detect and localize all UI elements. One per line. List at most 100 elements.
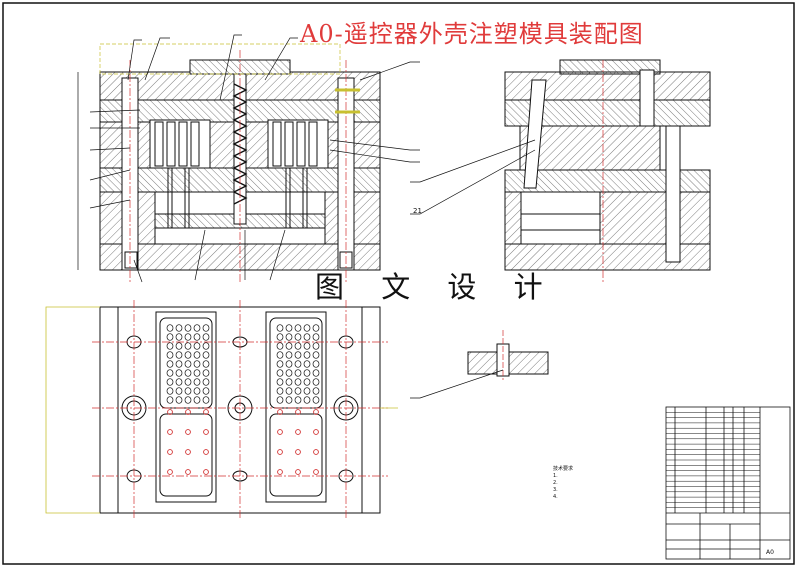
button-hole — [193, 378, 201, 386]
button-hole — [202, 333, 210, 341]
ejector-pin-hole — [313, 429, 319, 435]
plan-dimension-lines — [45, 306, 398, 514]
sheet-size-label: A0 — [766, 549, 774, 556]
button-hole — [276, 351, 284, 359]
ejector-pin-hole — [313, 449, 319, 455]
button-hole — [276, 333, 284, 341]
button-hole — [166, 324, 174, 332]
button-hole — [193, 396, 201, 404]
button-hole — [312, 387, 320, 395]
button-hole — [285, 324, 293, 332]
note-line: 2. — [553, 480, 558, 486]
button-hole — [312, 342, 320, 350]
button-hole — [285, 360, 293, 368]
ejector-pin-hole — [203, 449, 209, 455]
button-hole — [175, 324, 183, 332]
button-hole — [312, 351, 320, 359]
ejector-pin-hole — [167, 449, 173, 455]
button-hole — [193, 342, 201, 350]
parts-list — [665, 406, 791, 560]
button-hole — [166, 342, 174, 350]
button-hole — [166, 369, 174, 377]
button-hole — [184, 360, 192, 368]
note-line: 3. — [553, 487, 558, 493]
ejector-pin-hole — [277, 449, 283, 455]
button-hole — [276, 369, 284, 377]
parts-list-rows — [666, 412, 760, 508]
button-hole — [202, 342, 210, 350]
button-hole — [202, 351, 210, 359]
button-hole — [184, 387, 192, 395]
button-hole — [276, 342, 284, 350]
front-centerlines — [77, 43, 360, 282]
detail-view — [467, 330, 549, 380]
button-hole — [294, 396, 302, 404]
button-hole — [166, 360, 174, 368]
button-hole — [285, 396, 293, 404]
button-hole — [202, 387, 210, 395]
button-hole — [285, 378, 293, 386]
ejector-pin-hole — [185, 469, 191, 475]
button-hole — [303, 360, 311, 368]
ejector-pin-hole — [295, 449, 301, 455]
button-hole — [193, 333, 201, 341]
ejector-pin-hole — [167, 409, 173, 415]
button-hole — [193, 369, 201, 377]
ejector-pin-hole — [277, 469, 283, 475]
button-hole — [303, 351, 311, 359]
button-hole — [166, 333, 174, 341]
button-hole — [166, 351, 174, 359]
button-hole — [193, 360, 201, 368]
ejector-pin-hole — [295, 469, 301, 475]
note-line: 4. — [553, 494, 558, 500]
button-hole — [184, 333, 192, 341]
button-hole — [202, 396, 210, 404]
button-hole — [184, 378, 192, 386]
button-hole — [312, 369, 320, 377]
button-hole — [184, 342, 192, 350]
button-hole — [175, 351, 183, 359]
button-hole — [312, 396, 320, 404]
button-hole-pattern — [166, 324, 320, 475]
button-hole — [202, 369, 210, 377]
ejector-pin-hole — [295, 409, 301, 415]
button-hole — [312, 333, 320, 341]
ejector-pin-hole — [203, 409, 209, 415]
button-hole — [175, 369, 183, 377]
button-hole — [276, 396, 284, 404]
button-hole — [294, 342, 302, 350]
button-hole — [303, 324, 311, 332]
ejector-pin-hole — [203, 469, 209, 475]
button-hole — [175, 342, 183, 350]
button-hole — [294, 324, 302, 332]
button-hole — [202, 360, 210, 368]
button-hole — [303, 333, 311, 341]
button-hole — [175, 378, 183, 386]
button-hole — [294, 369, 302, 377]
technical-notes: 技术要求 1. 2. 3. 4. — [553, 466, 573, 501]
drawing-title: A0-遥控器外壳注塑模具装配图 — [300, 20, 644, 48]
button-hole — [184, 396, 192, 404]
button-hole — [312, 324, 320, 332]
button-hole — [184, 351, 192, 359]
button-hole — [303, 342, 311, 350]
button-hole — [175, 333, 183, 341]
ejector-pin-hole — [185, 409, 191, 415]
ejector-pin-hole — [185, 429, 191, 435]
button-hole — [312, 360, 320, 368]
button-hole — [175, 387, 183, 395]
balloon-21: 21 — [413, 207, 422, 215]
ejector-pin-hole — [277, 409, 283, 415]
button-hole — [184, 369, 192, 377]
ejector-pin-hole — [295, 429, 301, 435]
button-hole — [202, 324, 210, 332]
leader-lines — [89, 34, 536, 399]
title-block — [666, 512, 790, 559]
button-hole — [303, 396, 311, 404]
button-hole — [294, 387, 302, 395]
button-hole — [312, 378, 320, 386]
ejector-pin-hole — [313, 409, 319, 415]
button-hole — [166, 396, 174, 404]
button-hole — [285, 351, 293, 359]
